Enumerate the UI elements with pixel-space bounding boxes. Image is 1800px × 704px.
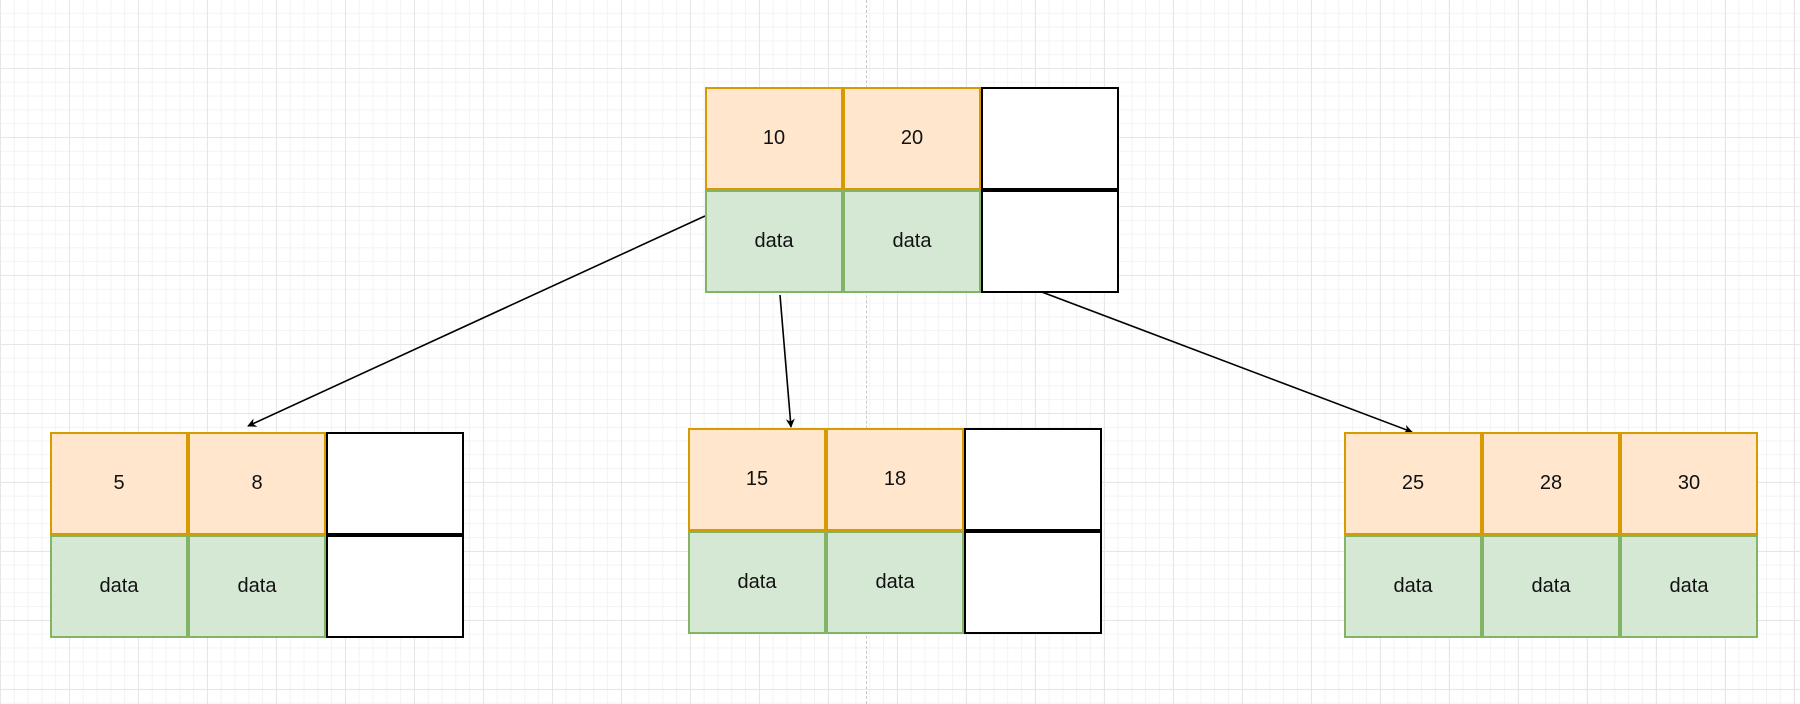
child-key-cell-empty bbox=[326, 432, 464, 535]
child-key-cell: 18 bbox=[826, 428, 964, 531]
child-key-cell: 30 bbox=[1620, 432, 1758, 535]
edge-root-to-middle-child bbox=[779, 294, 795, 428]
child-key-cell-empty bbox=[964, 428, 1102, 531]
child-key-cell: 28 bbox=[1482, 432, 1620, 535]
child-value-cell: data bbox=[1482, 535, 1620, 638]
child-value-cell-empty bbox=[964, 531, 1102, 634]
child-value-cell: data bbox=[1344, 535, 1482, 638]
root-key-cell: 20 bbox=[843, 87, 981, 190]
child-key-cell: 25 bbox=[1344, 432, 1482, 535]
edge-root-to-left-child bbox=[247, 215, 706, 427]
child-key-cell: 5 bbox=[50, 432, 188, 535]
root-value-cell: data bbox=[705, 190, 843, 293]
root-key-cell-empty bbox=[981, 87, 1119, 190]
child-key-cell: 8 bbox=[188, 432, 326, 535]
child-value-cell: data bbox=[188, 535, 326, 638]
child-value-cell: data bbox=[826, 531, 964, 634]
child-value-cell: data bbox=[50, 535, 188, 638]
root-value-cell-empty bbox=[981, 190, 1119, 293]
root-key-cell: 10 bbox=[705, 87, 843, 190]
root-value-cell: data bbox=[843, 190, 981, 293]
child-value-cell-empty bbox=[326, 535, 464, 638]
child-value-cell: data bbox=[1620, 535, 1758, 638]
center-guide-line bbox=[866, 0, 867, 704]
edge-root-to-right-child bbox=[980, 268, 1413, 434]
child-value-cell: data bbox=[688, 531, 826, 634]
child-key-cell: 15 bbox=[688, 428, 826, 531]
